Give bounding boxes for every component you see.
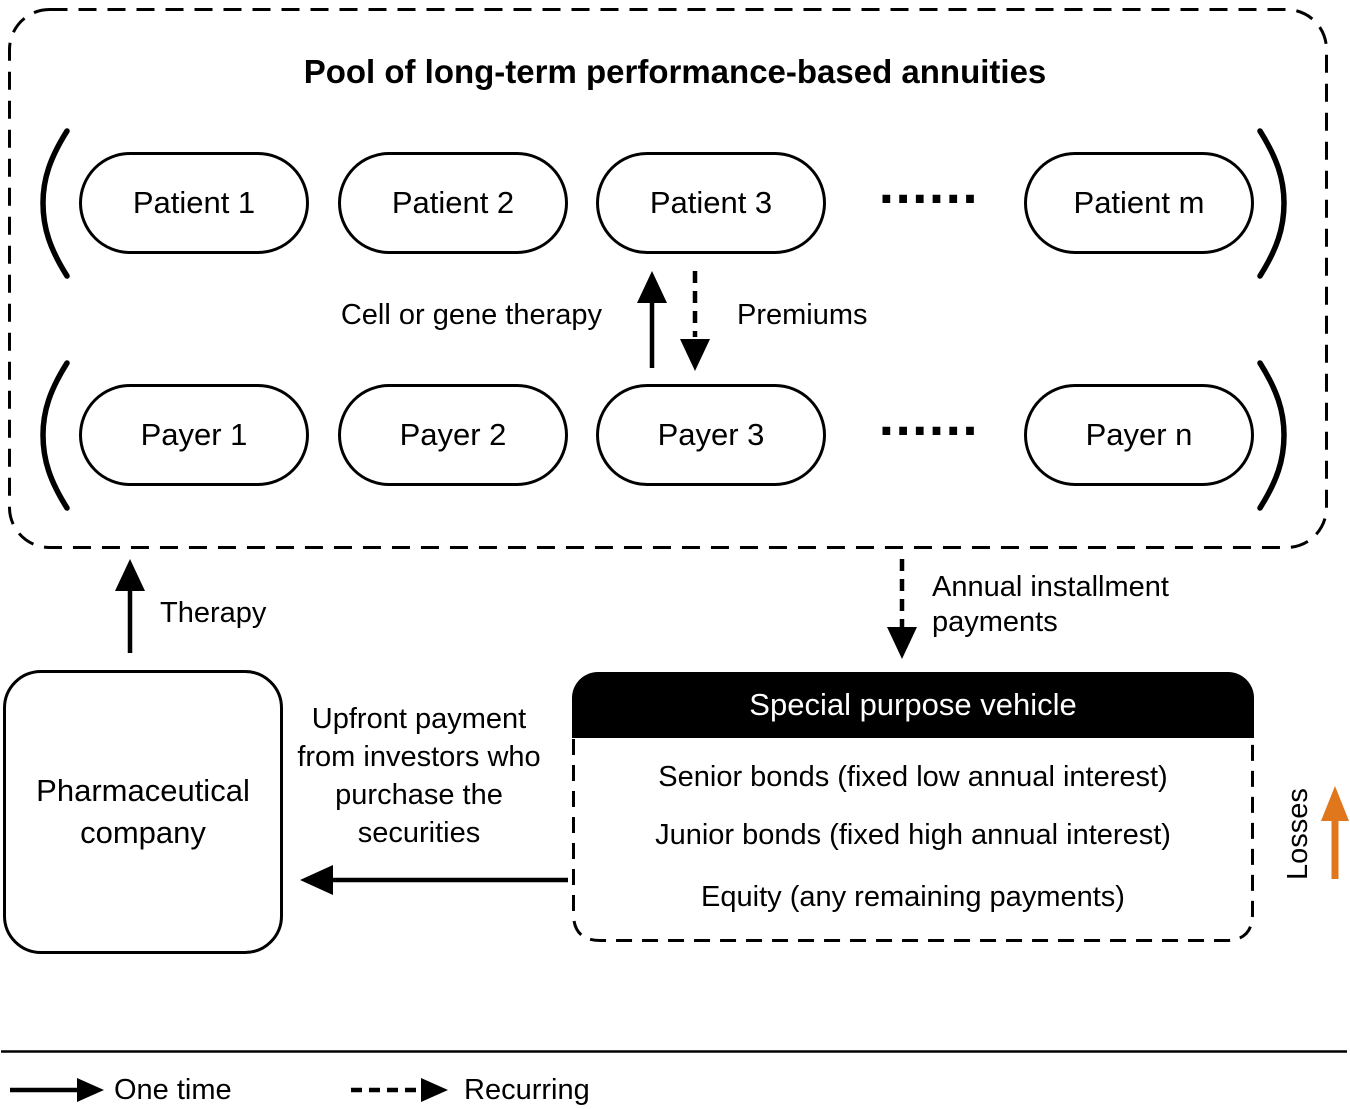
payer-1-label: Payer 1 <box>140 417 248 452</box>
premiums-label: Premiums <box>737 299 868 331</box>
payer-3-node: Payer 3 <box>596 384 826 486</box>
payer-row-ellipsis: ...... <box>878 395 979 446</box>
losses-arrow-head <box>1321 786 1349 821</box>
therapy-arrow-head <box>115 559 145 591</box>
patient-2-node: Patient 2 <box>338 152 568 254</box>
legend-recurring-label: Recurring <box>464 1074 590 1106</box>
legend-one-time-arrow-head <box>77 1078 104 1102</box>
payer-row-left-bracket <box>40 360 70 511</box>
patient-row-ellipsis: ...... <box>878 163 979 214</box>
payer-row-right-bracket <box>1257 360 1287 511</box>
pharmaceutical-company-node: Pharmaceutical company <box>3 670 283 954</box>
payer-3-label: Payer 3 <box>657 417 765 452</box>
therapy-label: Therapy <box>160 597 267 629</box>
patient-3-label: Patient 3 <box>649 185 773 220</box>
patient-m-node: Patient m <box>1024 152 1254 254</box>
legend-one-time-label: One time <box>114 1074 232 1106</box>
spv-junior-bonds-row: Junior bonds (fixed high annual interest… <box>655 819 1171 851</box>
cell-or-gene-therapy-label: Cell or gene therapy <box>340 299 602 331</box>
payer-1-node: Payer 1 <box>79 384 309 486</box>
patient-m-label: Patient m <box>1073 185 1205 220</box>
cell-or-gene-therapy-arrow-head <box>637 271 667 303</box>
payer-n-node: Payer n <box>1024 384 1254 486</box>
patient-2-label: Patient 2 <box>391 185 515 220</box>
spv-dashed-border <box>572 739 1254 942</box>
payer-2-node: Payer 2 <box>338 384 568 486</box>
spv-equity-row: Equity (any remaining payments) <box>701 881 1125 913</box>
upfront-payment-label: Upfront payment from investors who purch… <box>297 703 541 849</box>
spv-title: Special purpose vehicle <box>749 687 1077 722</box>
patient-1-node: Patient 1 <box>79 152 309 254</box>
pharmaceutical-company-label: Pharmaceutical company <box>36 773 250 850</box>
annual-installment-arrow-head <box>887 627 917 659</box>
payer-2-label: Payer 2 <box>399 417 507 452</box>
annuity-pool-dashed-border <box>8 8 1328 549</box>
losses-label: Losses <box>1282 788 1314 880</box>
patient-row-left-bracket <box>40 128 70 279</box>
patient-1-label: Patient 1 <box>132 185 256 220</box>
pool-title: Pool of long-term performance-based annu… <box>303 53 1047 90</box>
spv-header: Special purpose vehicle <box>572 672 1254 738</box>
spv-senior-bonds-row: Senior bonds (fixed low annual interest) <box>658 761 1168 793</box>
legend-recurring-arrow-head <box>421 1078 448 1102</box>
payer-n-label: Payer n <box>1085 417 1193 452</box>
patient-3-node: Patient 3 <box>596 152 826 254</box>
premiums-arrow-head <box>680 339 710 371</box>
upfront-payment-arrow-head <box>300 865 333 895</box>
patient-row-right-bracket <box>1257 128 1287 279</box>
annual-installment-label: Annual installment payments <box>932 571 1169 638</box>
